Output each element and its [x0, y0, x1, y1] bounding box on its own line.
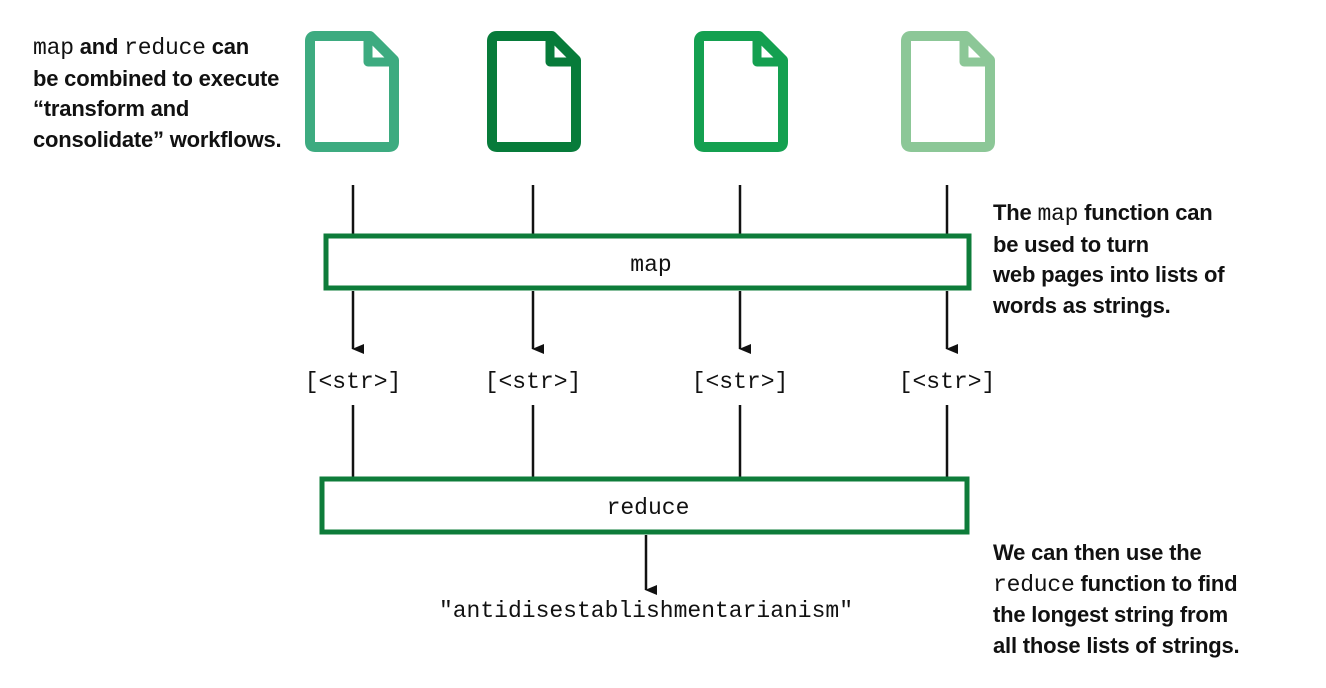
reduce-box — [319, 476, 970, 535]
output-label-4: [<str>] — [899, 369, 996, 395]
note-text: function can — [1078, 200, 1213, 225]
note-top-left-line-4: consolidate” workflows. — [33, 126, 282, 152]
code-reduce: reduce — [993, 571, 1075, 598]
note-top-left-line-2: be combined to execute — [33, 65, 280, 91]
reduce-box-label: reduce — [607, 495, 690, 521]
note-top-left-line-3: “transform and — [33, 96, 190, 121]
result-label: "antidisestablishmentarianism" — [439, 598, 853, 624]
note-right-top-line-4: words as strings. — [993, 292, 1171, 318]
map-box — [323, 233, 972, 291]
map-box-label: map — [630, 252, 671, 278]
note-top-left-line-1: map and reduce can — [33, 32, 281, 64]
note-top-left: map and reduce can be combined to execut… — [33, 32, 282, 155]
code-map: map — [33, 35, 74, 61]
document-icon-3 — [694, 31, 788, 152]
document-icon-1 — [305, 31, 399, 152]
note-text: function to find — [1074, 570, 1238, 596]
note-right-bottom-line-1: We can then use the — [993, 540, 1202, 565]
document-icon-4 — [901, 31, 995, 152]
note-right-bottom-line-4: all those lists of strings. — [993, 632, 1240, 658]
note-right-top-line-3: web pages into lists of — [993, 262, 1225, 287]
output-label-3: [<str>] — [692, 369, 789, 395]
code-reduce: reduce — [124, 35, 206, 61]
code-map: map — [1037, 201, 1079, 227]
note-text: The — [993, 200, 1038, 225]
note-text: and — [73, 34, 125, 59]
output-label-1: [<str>] — [305, 369, 402, 395]
note-right-top-line-1: The map function can — [993, 198, 1224, 230]
output-label-2: [<str>] — [485, 369, 582, 395]
note-right-top-line-2: be used to turn — [993, 231, 1149, 257]
note-right-bottom: We can then use the reduce function to f… — [993, 538, 1240, 661]
note-right-bottom-line-3: the longest string from — [993, 602, 1228, 627]
document-icon-2 — [487, 31, 581, 152]
note-right-top: The map function can be used to turn web… — [993, 198, 1225, 321]
note-text: can — [205, 34, 250, 59]
note-right-bottom-line-2: reduce function to find — [993, 569, 1239, 601]
